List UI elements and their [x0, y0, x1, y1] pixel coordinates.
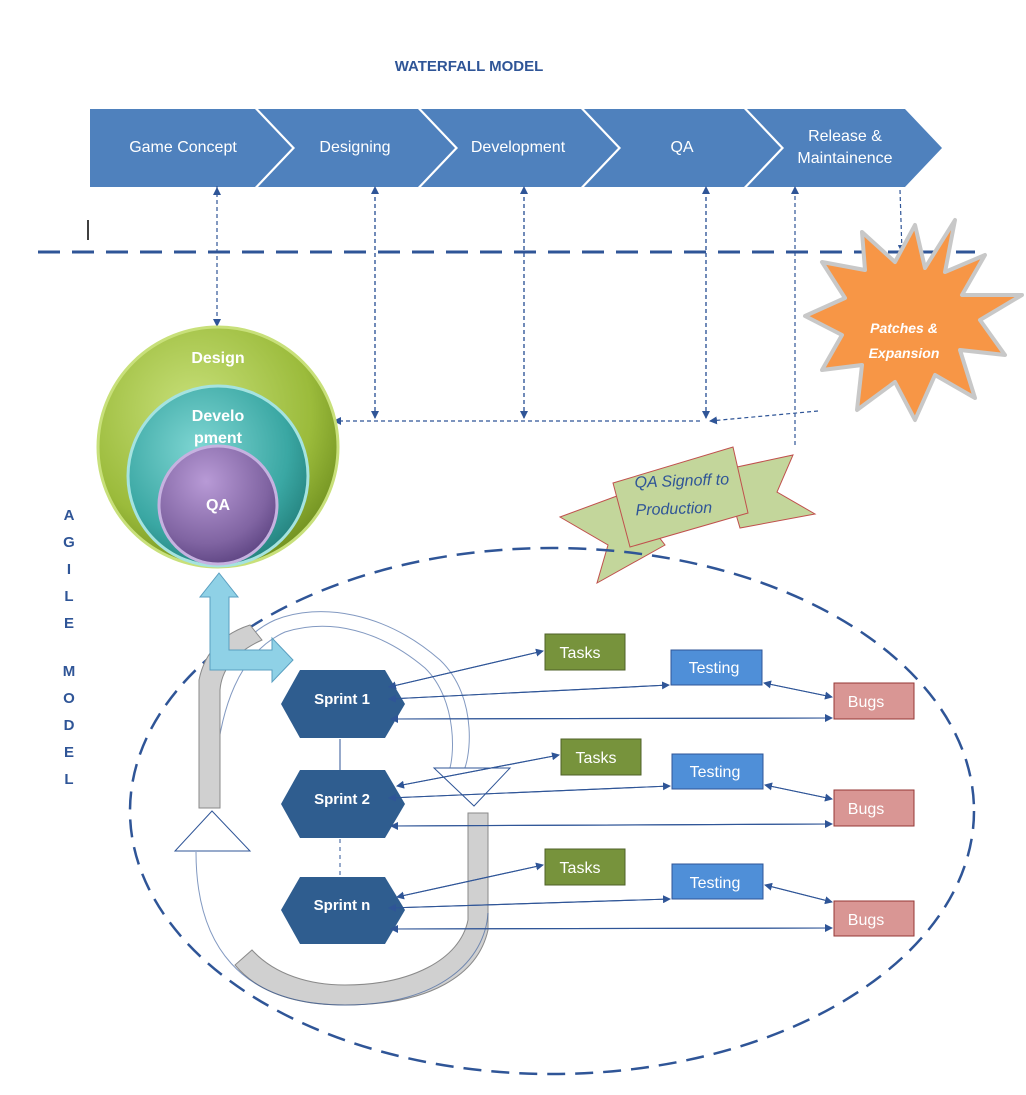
stage-development — [421, 109, 618, 187]
tasks-label: Tasks — [560, 860, 601, 877]
sprint-n-items: Tasks Testing Bugs — [544, 848, 915, 937]
qa-circle — [157, 444, 279, 566]
agile-letter: G — [63, 534, 75, 551]
sprint-label: Sprint n — [314, 897, 371, 914]
stage-label: Game Concept — [129, 139, 237, 156]
sprint-1-items: Tasks Testing Bugs — [544, 633, 915, 720]
banner-label: Production — [635, 500, 712, 520]
tasks-box — [544, 633, 626, 671]
agile-letter: M — [63, 663, 76, 680]
agile-cycle-ellipse — [128, 546, 976, 1076]
sprint-relation-arrows — [388, 648, 833, 933]
testing-label: Testing — [690, 875, 741, 892]
stage-label: Designing — [319, 139, 390, 156]
agile-letter: D — [64, 717, 75, 734]
banner-label: QA Signoff to — [634, 471, 729, 491]
agile-letter: A — [64, 507, 75, 524]
agile-letter: E — [64, 615, 74, 632]
stage-label: Development — [471, 139, 566, 156]
qa-label: QA — [206, 497, 230, 514]
tasks-label: Tasks — [576, 750, 617, 767]
agile-letter: L — [64, 588, 73, 605]
bugs-label: Bugs — [848, 694, 884, 711]
development-label: Develo — [192, 408, 245, 425]
testing-label: Testing — [689, 660, 740, 677]
return-arrow — [198, 572, 294, 684]
bugs-label: Bugs — [848, 801, 884, 818]
bugs-box — [833, 900, 915, 937]
agile-letter: O — [63, 690, 75, 707]
sprint-2-items: Tasks Testing Bugs — [560, 738, 915, 827]
qa-signoff-banner: QA Signoff to Production — [558, 446, 817, 585]
testing-box — [671, 753, 764, 790]
stage-designing — [258, 109, 455, 187]
tasks-label: Tasks — [560, 645, 601, 662]
sprint-2: Sprint 2 — [281, 770, 405, 838]
cycle-arrows — [173, 611, 512, 1006]
agile-letter: I — [67, 561, 71, 578]
stage-label: Maintainence — [797, 150, 892, 167]
agile-circles: Design Develo pment QA — [96, 325, 340, 569]
bugs-label: Bugs — [848, 912, 884, 929]
design-label: Design — [191, 350, 244, 367]
sprint-n: Sprint n — [281, 877, 405, 944]
tasks-box — [560, 738, 642, 776]
testing-box — [671, 863, 764, 900]
agile-model-label: A G I L E M O D E L — [63, 507, 76, 788]
stage-game-concept — [90, 109, 292, 187]
agile-letter: L — [64, 771, 73, 788]
development-label: pment — [194, 430, 243, 447]
bugs-box — [833, 789, 915, 827]
stage-label: QA — [670, 139, 693, 156]
patches-star: Patches & Expansion — [803, 218, 1024, 422]
sprint-label: Sprint 2 — [314, 791, 370, 808]
stage-label: Release & — [808, 128, 882, 145]
sprint-1: Sprint 1 — [281, 670, 405, 738]
sprint-label: Sprint 1 — [314, 691, 370, 708]
tasks-box — [544, 848, 626, 886]
testing-box — [670, 649, 763, 686]
stage-release — [747, 109, 942, 187]
patches-label: Expansion — [869, 345, 940, 361]
waterfall-stages: Game Concept Designing Development QA Re… — [90, 109, 942, 187]
page-title: WATERFALL MODEL — [395, 58, 544, 75]
agile-letter: E — [64, 744, 74, 761]
bugs-box — [833, 682, 915, 720]
testing-label: Testing — [690, 764, 741, 781]
stage-qa — [584, 109, 781, 187]
patches-label: Patches & — [870, 320, 938, 336]
waterfall-connectors — [213, 186, 906, 445]
